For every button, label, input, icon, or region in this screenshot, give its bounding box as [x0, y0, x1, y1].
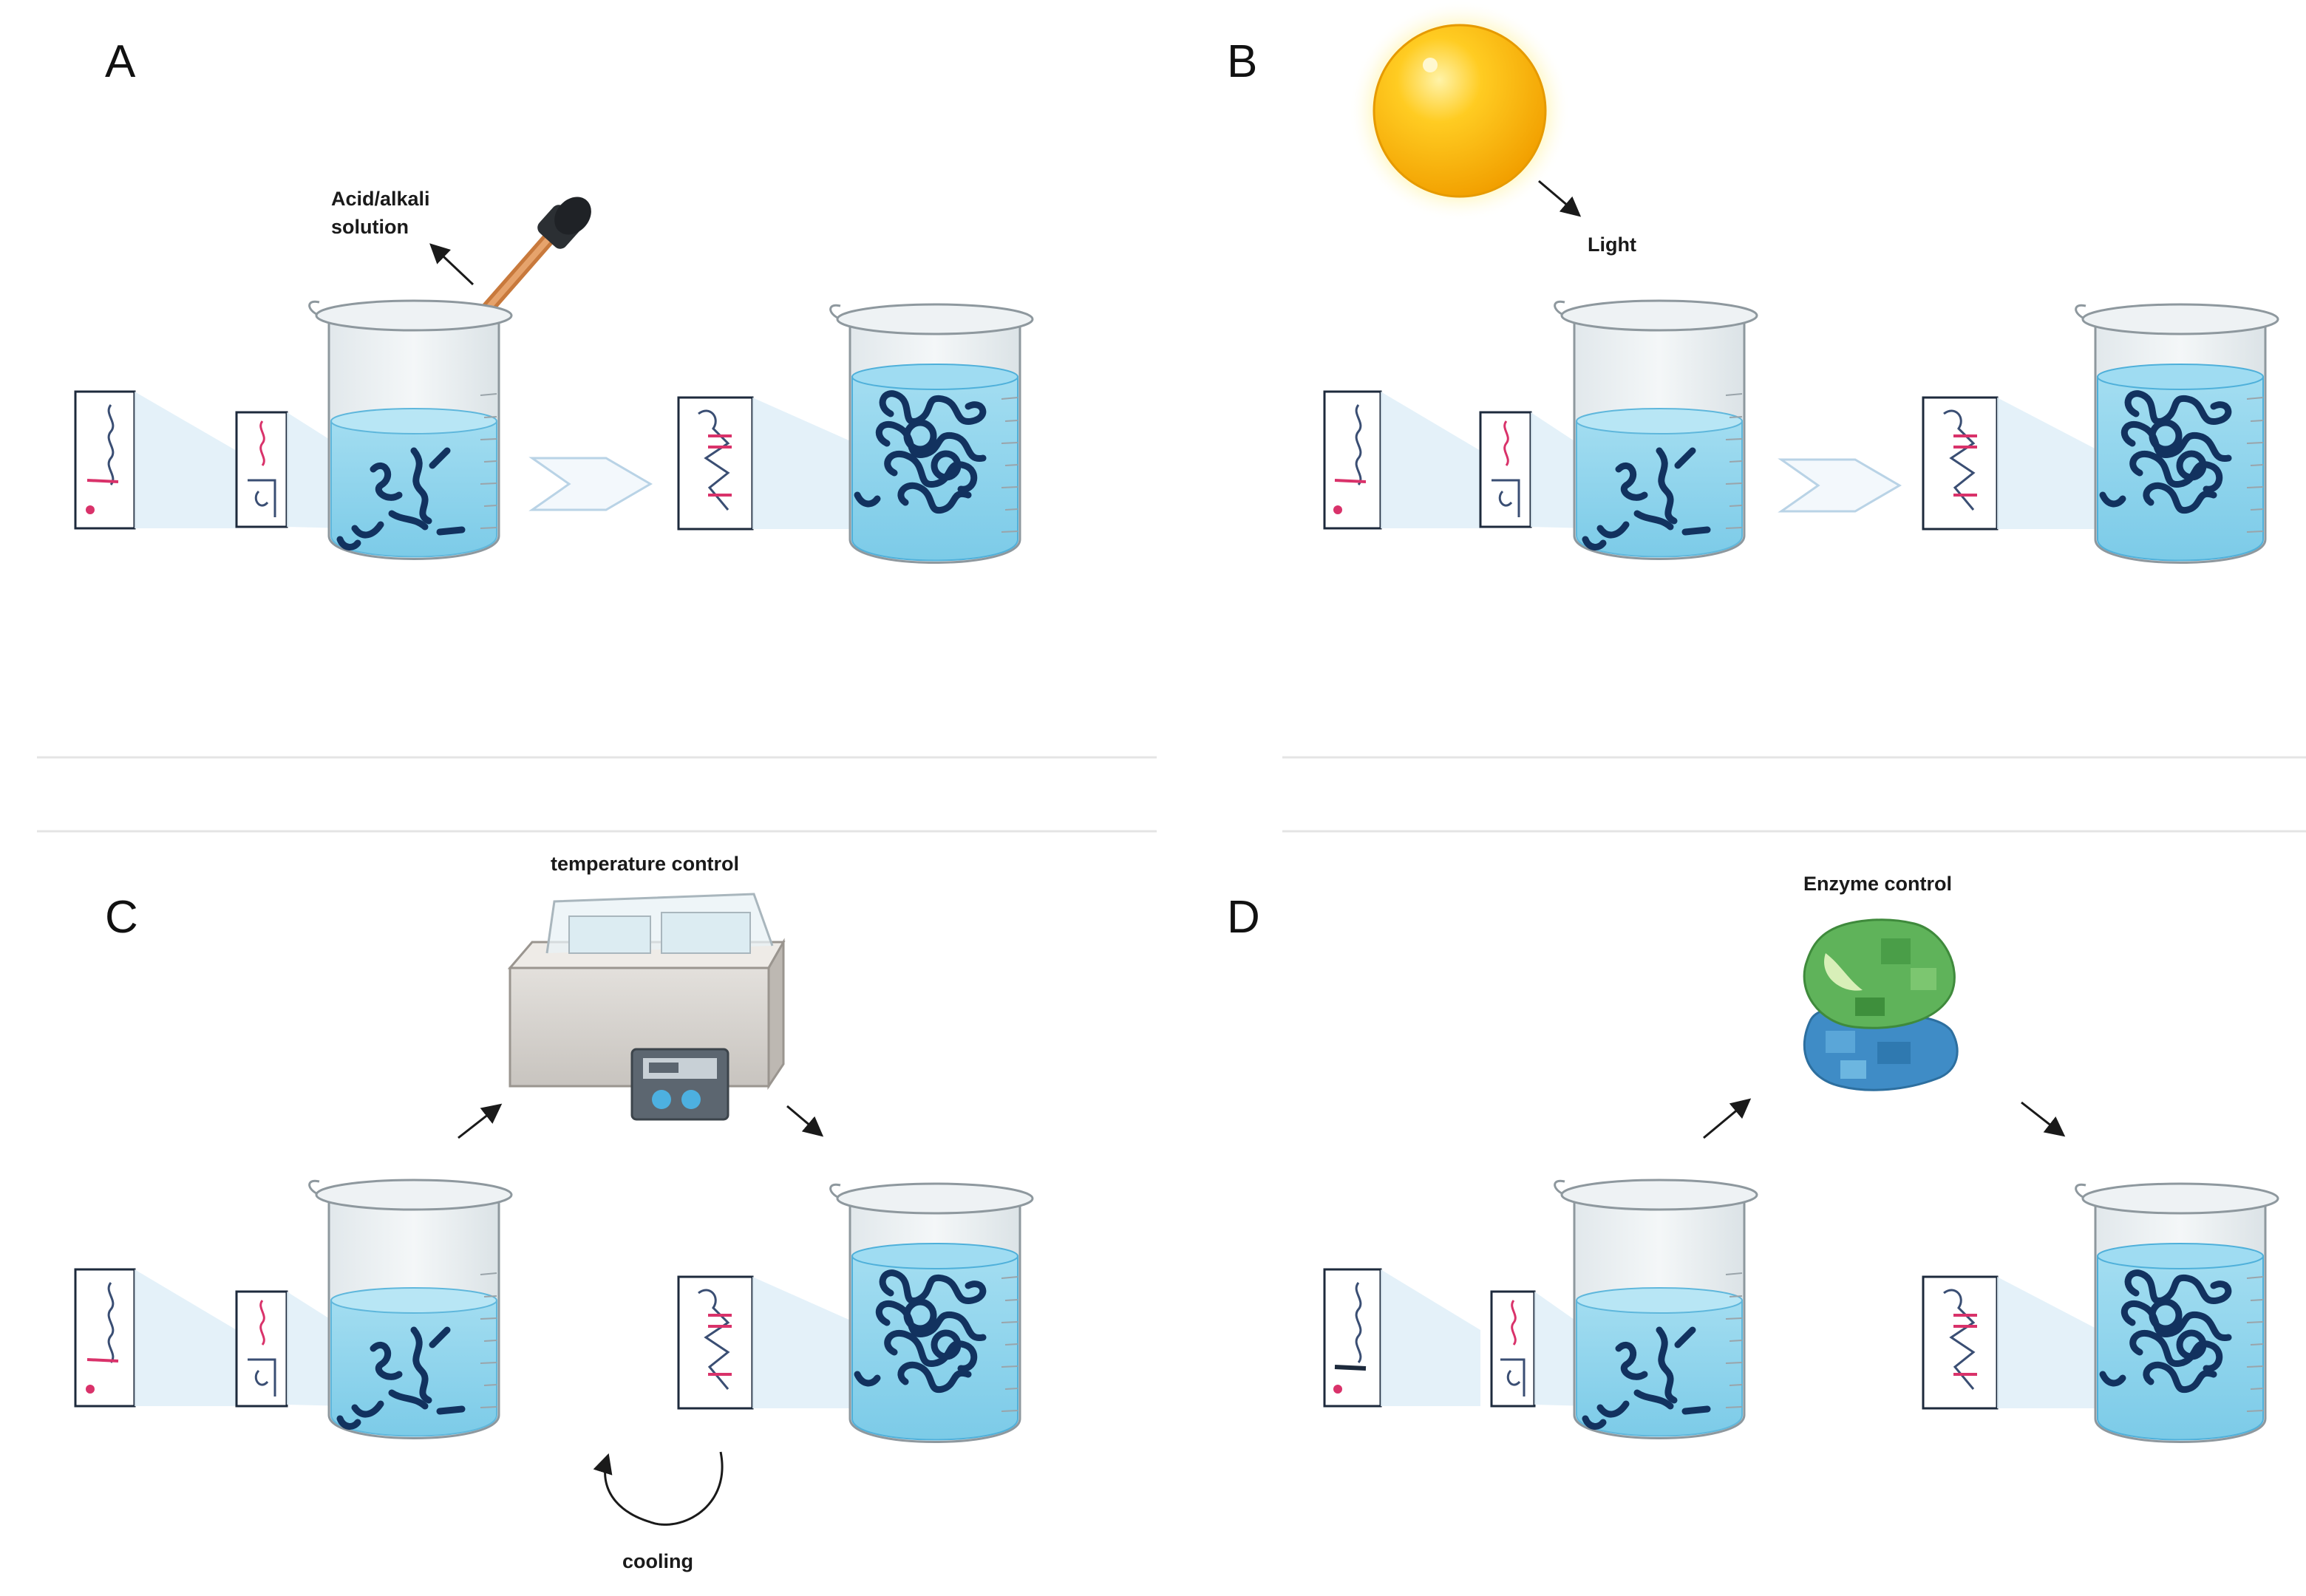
panel-a-letter: A: [105, 36, 136, 87]
enzyme-control-label: Enzyme control: [1803, 873, 1952, 895]
beaker-icon: [308, 1179, 513, 1439]
peptide-schematic-icon: [1922, 1275, 2099, 1410]
transition-arrow: [528, 457, 653, 511]
beaker-icon: [829, 1182, 1034, 1443]
temperature-control-label: temperature control: [551, 853, 739, 875]
panel-dividers: [37, 756, 2306, 833]
panel-b: B Light: [1227, 0, 2279, 564]
dropper-icon: [466, 197, 591, 332]
panel-c: C temperature control: [74, 853, 1034, 1572]
panel-c-letter: C: [105, 892, 138, 943]
solution-label: solution: [331, 216, 409, 238]
peptide-schematic-icon: [677, 396, 872, 531]
panel-b-letter: B: [1227, 36, 1257, 87]
peptide-schematic-icon: [74, 390, 347, 530]
beaker-icon: [829, 303, 1034, 564]
beaker-icon: [2075, 303, 2279, 564]
sun-icon: [1349, 0, 1571, 222]
panel-d: D Enzyme control: [1227, 873, 2279, 1443]
beaker-icon: [1554, 299, 1758, 560]
water-bath-icon: [507, 893, 786, 1121]
transition-arrow: [1778, 458, 1902, 513]
panel-a: A Acid/alkali solution: [74, 36, 1034, 564]
acid-alkali-label: Acid/alkali: [331, 188, 430, 210]
enzyme-icon: [1803, 918, 1959, 1091]
cooling-arrow: [593, 1451, 724, 1526]
cooling-label: cooling: [622, 1550, 693, 1572]
peptide-schematic-icon: [1323, 1268, 1589, 1408]
peptide-schematic-icon: [74, 1268, 347, 1408]
peptide-schematic-icon: [677, 1275, 872, 1410]
beaker-icon: [308, 299, 513, 560]
light-label: Light: [1588, 233, 1636, 256]
peptide-schematic-icon: [1323, 390, 1589, 530]
beaker-icon: [2075, 1182, 2279, 1443]
panel-d-letter: D: [1227, 892, 1260, 943]
beaker-icon: [1554, 1179, 1758, 1439]
peptide-schematic-icon: [1922, 396, 2099, 531]
